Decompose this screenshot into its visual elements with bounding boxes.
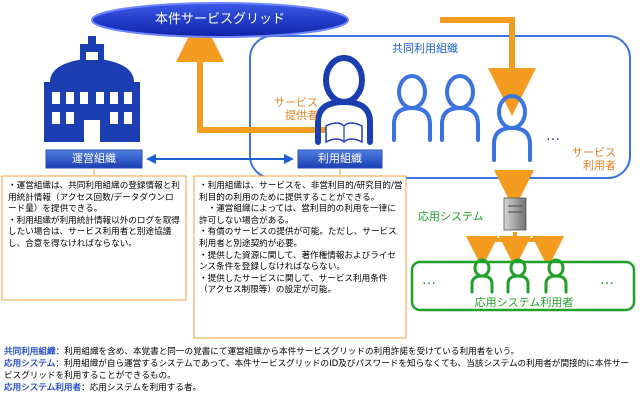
operating-user-link	[146, 154, 294, 164]
operating-org-label[interactable]: 運営組織	[72, 152, 116, 165]
app-user-icon	[544, 258, 568, 294]
left-note-item-1: ・運営組織は、共同利用組織の登録情報と利用統計情報（アクセス回数/データダウンロ…	[8, 181, 180, 215]
definition-joint-org: 共同利用組織：利用組織を含め、本覚書と同一の覚書にて運営組織から本件サービスグリ…	[4, 346, 636, 358]
right-note-box	[193, 175, 407, 339]
app-system-users-label: 応用システム利用者	[474, 296, 574, 309]
app-user-icon	[506, 258, 530, 294]
app-system-label: 応用システム	[418, 210, 484, 223]
definition-app-users: 応用システム利用者：応用システムを利用する者。	[4, 382, 636, 394]
grid-title: 本件サービスグリッド	[154, 12, 285, 27]
left-note-box	[1, 175, 187, 301]
book-icon	[325, 122, 363, 144]
definition-app-system: 応用システム：利用組織が自ら運営するシステムであって、本件サービスグリッドのID…	[4, 358, 636, 382]
to-app-users-arrows	[466, 232, 564, 268]
right-note-item-5: ・提供したサービスに関して、サービス利用条件（アクセス制限等）の設定が可能。	[199, 273, 388, 296]
user-org-label[interactable]: 利用組織	[318, 152, 362, 165]
app-user-icon	[470, 258, 494, 294]
service-user-label: サービス 利用者	[572, 146, 616, 172]
service-user-icon	[492, 94, 532, 162]
right-note-item-3: ・有償のサービスの提供が可能。ただし、サービス利用者と別途契約が必要。	[199, 227, 397, 249]
server-icon	[503, 197, 527, 231]
definition-text: ：応用システムを利用する者。	[81, 383, 202, 393]
right-note-item-4: ・提供した資源に関して、著作権情報およびライセンス条件を登録しなければならない。	[199, 250, 396, 273]
definitions: 共同利用組織：利用組織を含め、本覚書と同一の覚書にて運営組織から本件サービスグリ…	[4, 346, 636, 394]
ellipsis-users: …	[546, 128, 560, 144]
right-note: ・利用組織は、サービスを、非営利目的/研究目的/営利目的の利用のために提供するこ…	[199, 181, 403, 297]
definition-term: 応用システム利用者	[4, 383, 82, 393]
definition-text: ：利用組織を含め、本覚書と同一の覚書にて運営組織から本件サービスグリッドの利用許…	[55, 347, 520, 357]
left-note: ・運営組織は、共同利用組織の登録情報と利用統計情報（アクセス回数/データダウンロ…	[8, 181, 182, 251]
definition-term: 共同利用組織	[4, 347, 56, 357]
service-grid-ellipse	[91, 2, 349, 38]
operating-org-building-icon	[44, 36, 140, 142]
provider-to-grid-arrow	[176, 14, 350, 133]
user-icon	[440, 74, 480, 142]
grid-to-user-arrow	[440, 17, 536, 116]
joint-org-title: 共同利用組織	[392, 42, 458, 55]
ellipsis-left: …	[422, 272, 436, 288]
service-provider-icon	[315, 55, 373, 145]
right-note-item-1: ・利用組織は、サービスを、非営利目的/研究目的/営利目的の利用のために提供するこ…	[199, 181, 403, 203]
ellipsis-right: …	[600, 272, 614, 288]
definition-text: ：利用組織が自ら運営するシステムであって、本件サービスグリッドのID及びパスワー…	[4, 359, 630, 381]
service-provider-label: サービス 提供者	[274, 96, 318, 122]
right-note-item-2: ・運営組織によっては、営利目的の利用を一律に許可しない場合がある。	[199, 204, 396, 226]
definition-term: 応用システム	[4, 359, 56, 369]
left-note-item-2: ・利用組織が利用統計情報以外のログを取得したい場合は、サービス利用者と別途協議し…	[8, 215, 180, 249]
user-icon	[392, 74, 432, 142]
